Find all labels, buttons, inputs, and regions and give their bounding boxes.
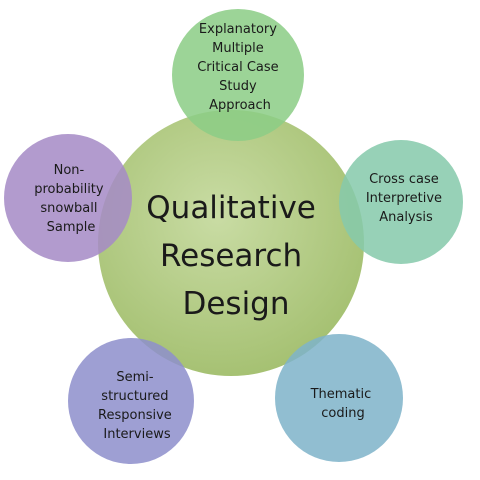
center-circle <box>98 110 364 376</box>
center-title-line-3: Design <box>182 286 289 322</box>
explanatory-line-5: Approach <box>209 98 271 113</box>
explanatory-case-study-label: Explanatory Multiple Critical Case Study… <box>197 22 283 113</box>
snowball-sample-circle <box>4 134 132 262</box>
center-title: Qualitative Research Design <box>146 190 325 322</box>
center-title-line-2: Research <box>160 238 302 274</box>
thematic-coding-label: Thematic coding <box>310 387 376 421</box>
explanatory-case-study-circle <box>172 9 304 141</box>
thematic-line-1: Thematic <box>310 387 372 402</box>
snowball-line-3: snowball <box>40 201 97 216</box>
semi-structured-interviews-circle <box>68 338 194 464</box>
cross-case-analysis-circle <box>339 140 463 264</box>
thematic-coding-circle <box>275 334 403 462</box>
center-title-line-1: Qualitative <box>146 190 316 226</box>
cross-case-line-1: Cross case <box>369 172 439 187</box>
snowball-line-4: Sample <box>47 220 96 235</box>
semi-structured-line-4: Interviews <box>103 427 170 442</box>
explanatory-line-4: Study <box>219 79 257 94</box>
semi-structured-line-2: structured <box>101 389 168 404</box>
cross-case-analysis-label: Cross case Interpretive Analysis <box>366 172 446 225</box>
snowball-line-2: probability <box>34 182 104 197</box>
semi-structured-line-3: Responsive <box>98 408 172 423</box>
explanatory-line-2: Multiple <box>212 41 264 56</box>
semi-structured-line-1: Semi- <box>116 370 154 385</box>
semi-structured-interviews-label: Semi- structured Responsive Interviews <box>98 370 176 442</box>
cross-case-line-2: Interpretive <box>366 191 442 206</box>
explanatory-line-3: Critical Case <box>197 60 278 75</box>
snowball-line-1: Non- <box>54 163 85 178</box>
explanatory-line-1: Explanatory <box>199 22 277 37</box>
snowball-sample-label: Non- probability snowball Sample <box>34 163 108 235</box>
thematic-line-2: coding <box>321 406 364 421</box>
cross-case-line-3: Analysis <box>379 210 433 225</box>
